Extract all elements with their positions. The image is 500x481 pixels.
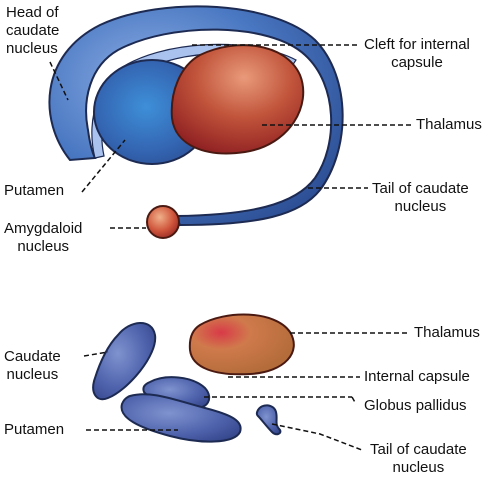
- label-line: Thalamus: [416, 116, 482, 133]
- label-line: Putamen: [4, 421, 65, 438]
- leader-putamen-top: [81, 139, 126, 193]
- label-line: nucleus: [17, 238, 70, 255]
- label-putamen-top: Putamen: [4, 182, 64, 200]
- leader-head-caudate: [49, 61, 69, 101]
- caudate-nucleus-bottom: [92, 322, 157, 401]
- label-head-of-caudate-nucleus: Head of caudate nucleus: [6, 4, 59, 58]
- caudate-nucleus-c-shape: [48, 5, 344, 227]
- label-caudate-nucleus-bottom: Caudate nucleus: [4, 348, 61, 384]
- label-tail-of-caudate-top: Tail of caudate nucleus: [372, 180, 469, 216]
- label-line: nucleus: [392, 459, 445, 476]
- label-line: Globus pallidus: [364, 397, 467, 414]
- label-line: Putamen: [4, 182, 65, 199]
- label-tail-of-caudate-bottom: Tail of caudate nucleus: [370, 441, 467, 477]
- thalamus-bottom: [188, 313, 295, 376]
- label-line: Head of: [6, 4, 59, 21]
- label-line: capsule: [391, 54, 443, 71]
- label-line: Internal capsule: [364, 368, 470, 385]
- label-line: Tail of caudate: [372, 180, 469, 197]
- label-thalamus-bottom: Thalamus: [414, 324, 480, 342]
- leader-tail-bottom: [271, 423, 363, 451]
- label-line: nucleus: [6, 40, 58, 57]
- label-line: nucleus: [394, 198, 447, 215]
- label-globus-pallidus: Globus pallidus: [364, 397, 467, 415]
- label-line: nucleus: [6, 366, 59, 383]
- label-cleft-for-internal-capsule: Cleft for internal capsule: [364, 36, 470, 72]
- label-amygdaloid-nucleus: Amygdaloid nucleus: [4, 220, 82, 256]
- label-line: Tail of caudate: [370, 441, 467, 458]
- label-line: caudate: [6, 22, 60, 39]
- bottom-diagram: [83, 313, 410, 451]
- label-line: Cleft for internal: [364, 36, 470, 53]
- thalamus-top: [170, 44, 305, 155]
- leader-caudate-bottom: [83, 351, 109, 357]
- tail-of-caudate-bottom: [255, 404, 282, 436]
- label-putamen-bottom: Putamen: [4, 421, 64, 439]
- label-line: Thalamus: [414, 324, 480, 341]
- top-diagram: [48, 5, 412, 239]
- putamen-bottom: [120, 393, 242, 443]
- label-internal-capsule: Internal capsule: [364, 368, 470, 386]
- leader-globus-pallidus-2: [351, 396, 357, 405]
- label-line: Amygdaloid: [4, 220, 83, 237]
- label-thalamus-top: Thalamus: [416, 116, 482, 134]
- label-line: Caudate: [4, 348, 61, 365]
- amygdaloid-nucleus: [146, 205, 180, 239]
